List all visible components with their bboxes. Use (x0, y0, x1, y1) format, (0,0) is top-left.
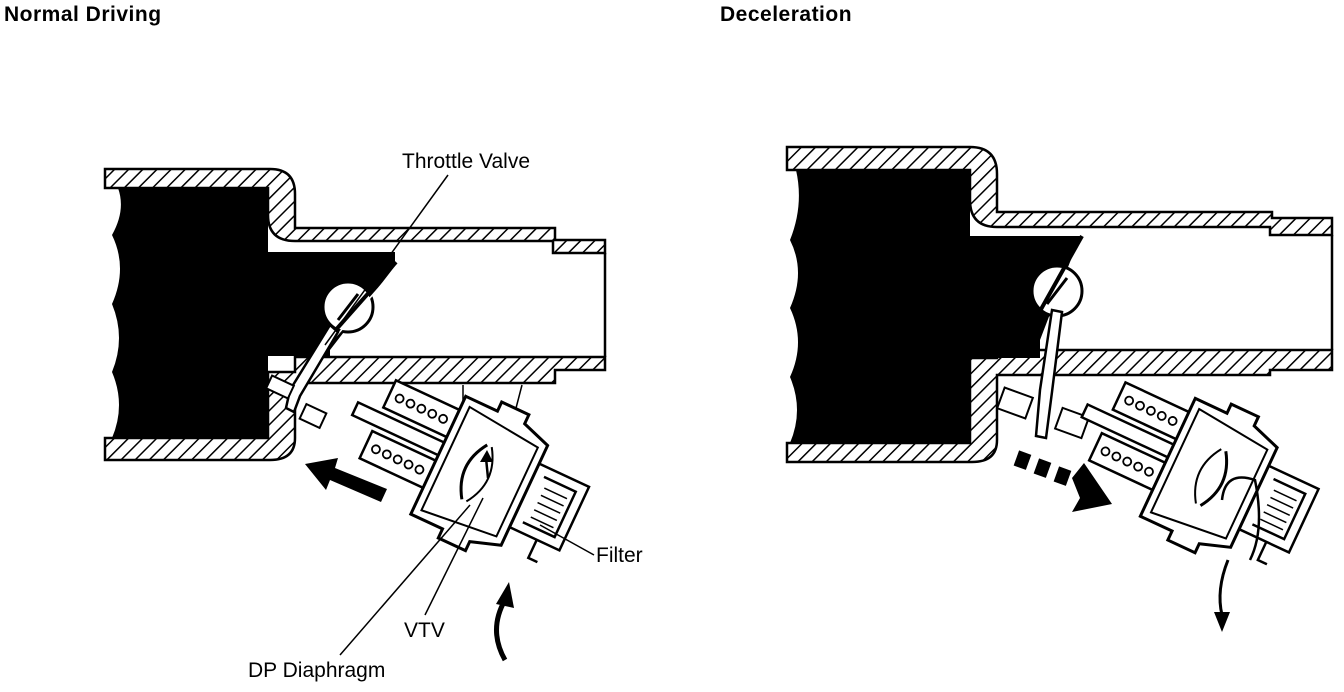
normal-driving-panel (103, 167, 607, 662)
manifold-vacuum-region (112, 188, 395, 438)
panel-title-deceleration: Deceleration (720, 3, 853, 26)
label-throttle-valve: Throttle Valve (324, 150, 530, 346)
throttle-valve-label: Throttle Valve (402, 150, 530, 173)
dp-housing (408, 394, 550, 553)
label-dp-diaphragm: DP Diaphragm (248, 504, 471, 682)
label-filter: Filter (539, 524, 643, 567)
filter-element (530, 487, 568, 529)
throttle-valve-plate-decel (1033, 235, 1084, 321)
panel-title-normal-driving: Normal Driving (4, 3, 162, 26)
deceleration-panel (785, 145, 1334, 632)
filter-label: Filter (596, 544, 643, 567)
dp-retract-arrow (1013, 450, 1112, 512)
atmosphere-outflow-arrow (1218, 559, 1230, 616)
vtv-label: VTV (404, 619, 445, 642)
atmosphere-inflow-arrow (494, 598, 508, 662)
dp-unit-decel (1080, 380, 1321, 566)
label-vtv: VTV (404, 497, 484, 642)
vtv-housing (509, 462, 591, 552)
dp-push-arrow (305, 458, 387, 502)
throttle-body-wall-lower (103, 355, 607, 462)
manifold-vacuum-region-decel (790, 170, 1080, 443)
throttle-lever-decel (1034, 308, 1064, 440)
air-flow-arrow-decel (1220, 476, 1261, 561)
dp-diaphragm (459, 443, 488, 500)
dp-diaphragm-label: DP Diaphragm (248, 659, 385, 682)
dp-unit (350, 378, 591, 564)
